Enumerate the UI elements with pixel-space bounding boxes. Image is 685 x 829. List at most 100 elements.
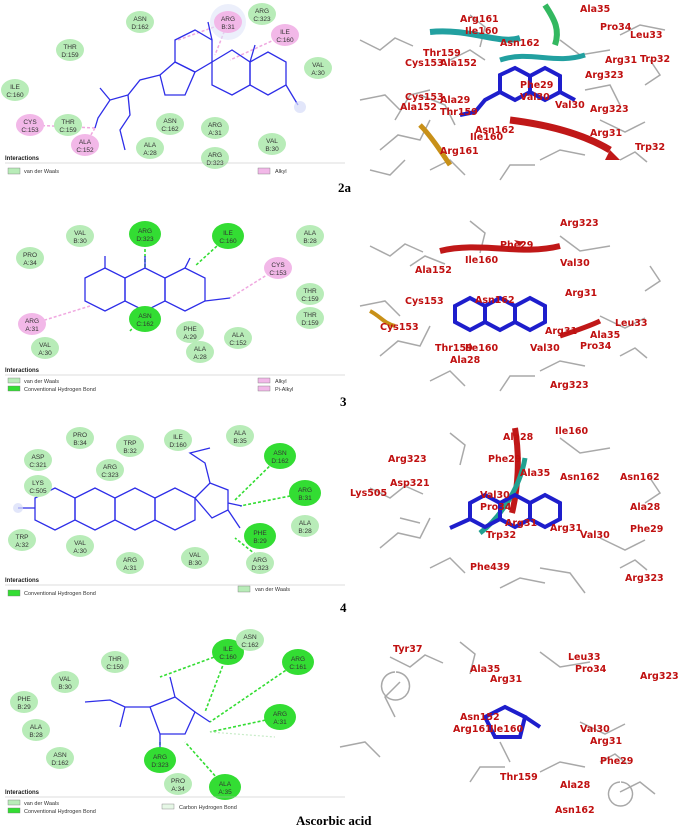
residue-3d-label: Asn162 xyxy=(475,295,515,306)
residue-name: ALA xyxy=(194,346,207,353)
residue-3d-label: Arg161 xyxy=(460,14,499,25)
residue-circle xyxy=(1,79,29,101)
panel-label: 3 xyxy=(340,394,347,409)
legend-swatch-alkyl xyxy=(257,377,271,384)
residue-name: VAL xyxy=(189,552,201,559)
residue-id: A:31 xyxy=(25,326,39,333)
legend-carbon-h: Carbon Hydrogen Bond xyxy=(179,805,237,811)
residue-id: A:28 xyxy=(143,150,157,157)
residue-name: LYS xyxy=(32,480,44,487)
residue-circle xyxy=(164,773,192,795)
panel-ascorbic-2d-diagram: THRC:159ILEC:160ASNC:162VALB:30ARGC:161P… xyxy=(5,629,345,815)
residue-id: D:323 xyxy=(136,236,154,243)
residue-name: ARG xyxy=(153,754,167,761)
residue-3d-label: Val30 xyxy=(580,530,610,541)
legend-swatch-vdw xyxy=(237,585,251,593)
residue-3d-label: Val30 xyxy=(555,100,585,111)
legend-title: Interactions xyxy=(5,790,40,796)
residue-circle xyxy=(264,257,292,279)
residue-circle xyxy=(289,480,321,506)
residue-3d-label: Trp32 xyxy=(635,142,665,153)
residue-3d-label: Ile160 xyxy=(490,724,523,735)
legend-title: Interactions xyxy=(5,578,40,584)
legend-vdw: van der Waals xyxy=(24,801,59,807)
residue-3d-label: Arg323 xyxy=(560,218,599,229)
residue-3d-label: Arg31 xyxy=(605,55,637,66)
residue-3d-label: Asn162 xyxy=(560,472,600,483)
residue-circle xyxy=(66,427,94,449)
ligand-4-skeleton xyxy=(18,447,243,531)
legend-title: Interactions xyxy=(5,156,40,162)
residue-id: D:159 xyxy=(301,320,319,327)
residue-3d-label: Phe29 xyxy=(520,80,553,91)
residue-3d-label: Pro34 xyxy=(480,502,512,513)
residue-3d-label: Ile160 xyxy=(465,26,498,37)
panel-2a-svg: ASND:162ARGC:323ARGB:31ILEC:160THRD:159V… xyxy=(1,0,675,190)
legend-swatch-hbond xyxy=(7,807,21,814)
residue-3d-label: Val30 xyxy=(530,343,560,354)
legend-title: Interactions xyxy=(5,368,40,374)
residue-circle xyxy=(136,137,164,159)
residue-name: ARG xyxy=(253,557,267,564)
residue-3d-label: Arg31 xyxy=(505,518,537,529)
residue-3d-label: Phe439 xyxy=(470,562,510,573)
residue-name: ALA xyxy=(299,520,312,527)
residue-name: ALA xyxy=(79,139,92,146)
residue-3d-label: Ala35 xyxy=(470,664,500,675)
residue-id: C:160 xyxy=(6,92,24,99)
residue-name: PHE xyxy=(17,696,31,703)
residue-3d-label: Pro34 xyxy=(580,341,612,352)
residue-3d-label: Arg161 xyxy=(440,146,479,157)
residue-name: CYS xyxy=(271,262,285,269)
residue-circle xyxy=(22,719,50,741)
residue-name: THR xyxy=(108,656,122,663)
residue-name: ILE xyxy=(173,434,183,441)
panel-label: Ascorbic acid xyxy=(296,813,372,828)
residue-3d-label: Asn152 xyxy=(460,712,500,723)
legend-swatch-vdw xyxy=(7,799,21,806)
residue-circle xyxy=(16,114,44,136)
residue-id: D:162 xyxy=(131,24,149,31)
residue-3d-label: Arg323 xyxy=(585,70,624,81)
residue-name: ALA xyxy=(144,142,157,149)
residue-name: THR xyxy=(61,119,75,126)
residue-3d-label: Arg323 xyxy=(388,454,427,465)
residue-circle xyxy=(212,223,244,249)
residue-circle xyxy=(129,221,161,247)
residue-3d-label: Arg323 xyxy=(625,573,664,584)
residue-circle xyxy=(96,459,124,481)
residue-circle xyxy=(282,649,314,675)
residue-circle xyxy=(186,341,214,363)
residue-id: B:30 xyxy=(58,684,72,691)
residue-3d-label: Leu33 xyxy=(568,652,600,663)
residue-id: A:30 xyxy=(311,70,325,77)
residue-id: B:31 xyxy=(298,495,312,502)
residue-3d-label: Arg31 xyxy=(565,288,597,299)
residue-3d-label: Arg161 xyxy=(453,724,492,735)
residue-3d-label: Val30 xyxy=(580,724,610,735)
residue-name: PRO xyxy=(73,432,87,439)
legend-vdw: van der Waals xyxy=(24,169,59,175)
residue-circle xyxy=(201,147,229,169)
